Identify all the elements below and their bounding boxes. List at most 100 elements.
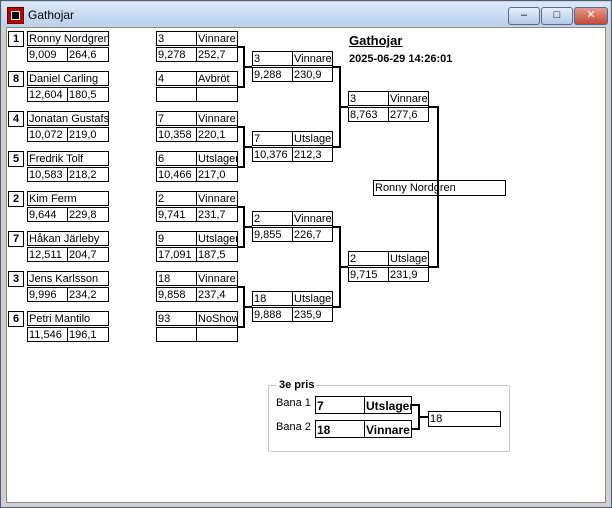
semi-speed[interactable]: 231,9 [388,267,429,282]
result-status[interactable]: Avbröt [196,71,238,86]
result-lane[interactable]: 3 [156,31,197,46]
quarter-speed[interactable]: 235,9 [292,307,333,322]
competitor-time[interactable]: 12,511 [27,247,68,262]
result-time[interactable]: 17,091 [156,247,197,262]
quarter-lane[interactable]: 18 [252,291,293,306]
quarter-lane[interactable]: 7 [252,131,293,146]
result-status[interactable]: Vinnare [196,271,238,286]
bracket-line [428,106,438,108]
lane2-number[interactable]: 18 [315,420,365,438]
result-status[interactable]: Utslagen [196,231,238,246]
third-place-result[interactable]: 18 [428,411,501,427]
result-speed[interactable]: 220,1 [196,127,238,142]
result-lane[interactable]: 7 [156,111,197,126]
competitor-speed[interactable]: 219,0 [67,127,109,142]
lane1-status[interactable]: Utslagen [364,396,412,414]
competitor-time[interactable]: 11,546 [27,327,68,342]
result-time[interactable]: 9,741 [156,207,197,222]
result-lane[interactable]: 2 [156,191,197,206]
quarter-time[interactable]: 10,376 [252,147,293,162]
minimize-button[interactable]: – [508,7,540,25]
result-lane[interactable]: 6 [156,151,197,166]
quarter-status[interactable]: Vinnare [292,211,333,226]
lane2-status[interactable]: Vinnare [364,420,412,438]
competitor-name[interactable]: Fredrik Tolf [27,151,109,166]
competitor-name[interactable]: Jonatan Gustafsson [27,111,109,126]
result-time[interactable]: 10,358 [156,127,197,142]
quarter-status[interactable]: Utslagen [292,291,333,306]
result-status[interactable]: Vinnare [196,191,238,206]
result-time[interactable]: 9,858 [156,287,197,302]
competitor-time[interactable]: 9,644 [27,207,68,222]
third-connector-a [412,404,420,406]
third-connector-out [418,416,428,418]
quarter-speed[interactable]: 230,9 [292,67,333,82]
quarter-status[interactable]: Vinnare [292,51,333,66]
competitor-name[interactable]: Daniel Carling [27,71,109,86]
result-time[interactable]: 10,466 [156,167,197,182]
result-time[interactable]: 9,278 [156,47,197,62]
result-speed[interactable]: 187,5 [196,247,238,262]
title-bar: Gathojar – □ ✕ [2,2,610,26]
semi-lane[interactable]: 2 [348,251,389,266]
quarter-lane[interactable]: 3 [252,51,293,66]
bracket-area: Gathojar 2025-06-29 14:26:01 3e pris Ban… [6,27,606,503]
result-speed[interactable] [196,327,238,342]
quarter-speed[interactable]: 226,7 [292,227,333,242]
competitor-time[interactable]: 12,604 [27,87,68,102]
result-status[interactable]: NoShow [196,311,238,326]
competitor-name[interactable]: Jens Karlsson [27,271,109,286]
competitor-speed[interactable]: 204,7 [67,247,109,262]
competitor-speed[interactable]: 234,2 [67,287,109,302]
competitor-speed[interactable]: 196,1 [67,327,109,342]
result-status[interactable]: Vinnare [196,31,238,46]
result-speed[interactable]: 217,0 [196,167,238,182]
bracket-line [237,326,244,328]
semi-lane[interactable]: 3 [348,91,389,106]
result-status[interactable]: Vinnare [196,111,238,126]
result-speed[interactable]: 252,7 [196,47,238,62]
semi-speed[interactable]: 277,6 [388,107,429,122]
result-speed[interactable]: 237,4 [196,287,238,302]
competitor-name[interactable]: Petri Mantilo [27,311,109,326]
semi-status[interactable]: Vinnare [388,91,429,106]
close-button[interactable]: ✕ [574,7,608,25]
third-place-label: 3e pris [277,379,317,391]
competitor-time[interactable]: 10,072 [27,127,68,142]
competitor-name[interactable]: Håkan Järleby [27,231,109,246]
competitor-name[interactable]: Kim Ferm [27,191,109,206]
result-time[interactable] [156,87,197,102]
result-speed[interactable]: 231,7 [196,207,238,222]
quarter-lane[interactable]: 2 [252,211,293,226]
competitor-speed[interactable]: 218,2 [67,167,109,182]
result-speed[interactable] [196,87,238,102]
quarter-time[interactable]: 9,888 [252,307,293,322]
competitor-name[interactable]: Ronny Nordgren [27,31,109,46]
result-time[interactable] [156,327,197,342]
maximize-button[interactable]: □ [541,7,573,25]
competitor-speed[interactable]: 180,5 [67,87,109,102]
lane1-number[interactable]: 7 [315,396,365,414]
competitor-speed[interactable]: 229,8 [67,207,109,222]
semi-status[interactable]: Utslagen [388,251,429,266]
quarter-status[interactable]: Utslagen [292,131,333,146]
result-lane[interactable]: 18 [156,271,197,286]
semi-time[interactable]: 8,763 [348,107,389,122]
quarter-time[interactable]: 9,288 [252,67,293,82]
seed-number: 2 [8,191,24,207]
semi-time[interactable]: 9,715 [348,267,389,282]
competitor-time[interactable]: 10,583 [27,167,68,182]
champion-name[interactable]: Ronny Nordgren [373,180,506,196]
competitor-speed[interactable]: 264,6 [67,47,109,62]
quarter-speed[interactable]: 212,3 [292,147,333,162]
competitor-time[interactable]: 9,009 [27,47,68,62]
bracket-line [237,46,244,48]
quarter-time[interactable]: 9,855 [252,227,293,242]
result-lane[interactable]: 4 [156,71,197,86]
bracket-line [332,306,340,308]
result-status[interactable]: Utslagen [196,151,238,166]
bracket-line [237,206,244,208]
competitor-time[interactable]: 9,996 [27,287,68,302]
result-lane[interactable]: 93 [156,311,197,326]
result-lane[interactable]: 9 [156,231,197,246]
